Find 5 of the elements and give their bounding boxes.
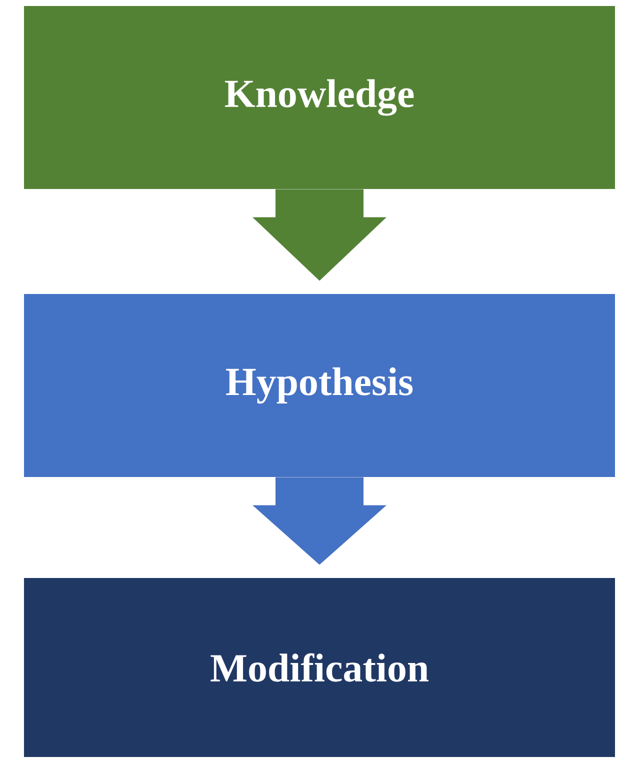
block-arrow — [252, 477, 386, 565]
step-box: Knowledge — [24, 6, 615, 189]
block-arrow — [252, 189, 386, 281]
step-box: Modification — [24, 578, 615, 757]
step-box: Hypothesis — [24, 294, 615, 477]
